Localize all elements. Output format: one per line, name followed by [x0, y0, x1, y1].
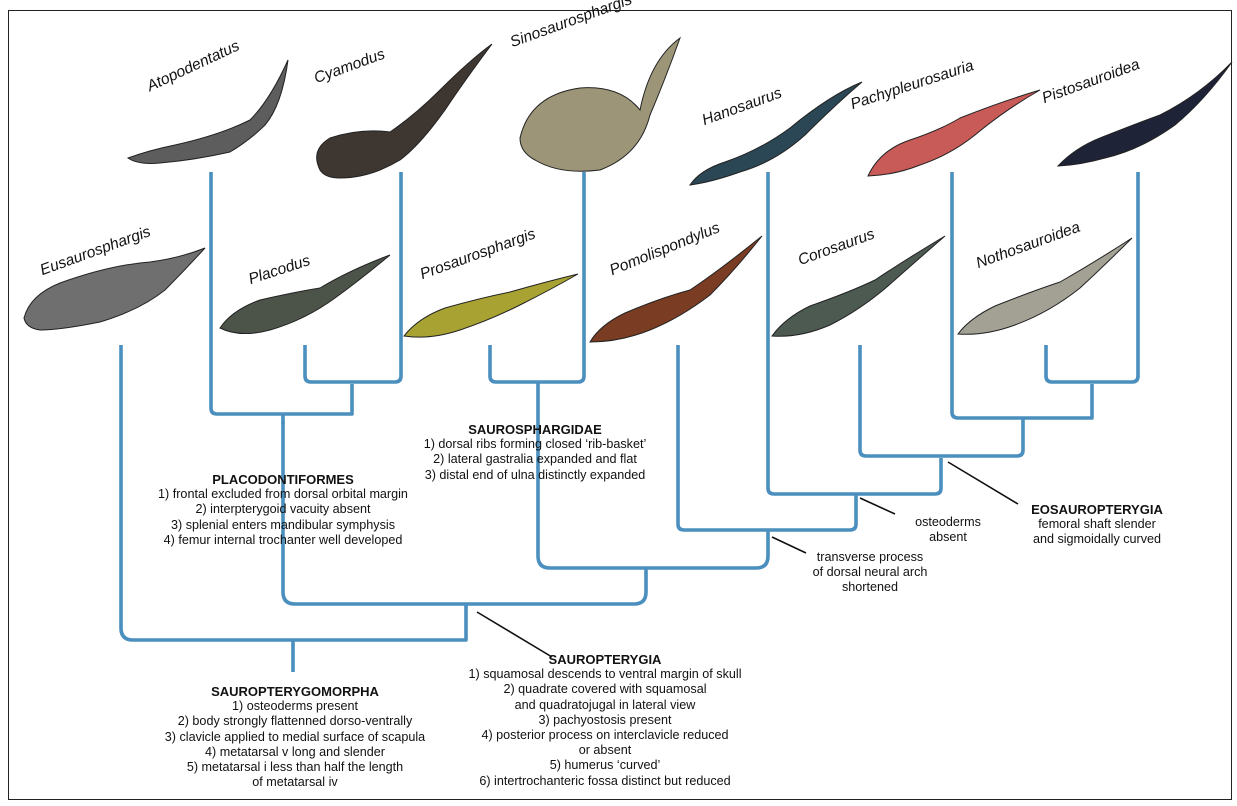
note-line: 4) femur internal trochanter well develo…: [128, 533, 438, 548]
note-line: 1) frontal excluded from dorsal orbital …: [128, 487, 438, 502]
note-line: 3) clavicle applied to medial surface of…: [140, 730, 450, 745]
note-line: 4) metatarsal v long and slender: [140, 745, 450, 760]
note-eosauropterygia: EOSAUROPTERYGIA femoral shaft slender an…: [1012, 502, 1182, 548]
note-line: and quadratojugal in lateral view: [445, 698, 765, 713]
note-line: 5) metatarsal i less than half the lengt…: [140, 760, 450, 775]
note-line: 2) quadrate covered with squamosal: [445, 682, 765, 697]
note-line: absent: [888, 530, 1008, 545]
note-line: 2) interpterygoid vacuity absent: [128, 502, 438, 517]
note-transverse-process: transverse process of dorsal neural arch…: [790, 550, 950, 596]
note-line: transverse process: [790, 550, 950, 565]
note-line: osteoderms: [888, 515, 1008, 530]
note-line: 2) body strongly flattenned dorso-ventra…: [140, 714, 450, 729]
note-line: 1) squamosal descends to ventral margin …: [445, 667, 765, 682]
leader-eosauropterygia: [948, 462, 1018, 504]
note-line: of dorsal neural arch: [790, 565, 950, 580]
branch-corosaurus: [860, 345, 1023, 456]
note-placodontiformes: PLACODONTIFORMES 1) frontal excluded fro…: [128, 472, 438, 548]
prosaurosphargis-illustration: [404, 274, 578, 337]
note-title: SAUROPTERYGOMORPHA: [140, 684, 450, 699]
leader-sauropterygia: [477, 612, 552, 657]
sinosaurosphargis-illustration: [520, 38, 680, 171]
note-title: PLACODONTIFORMES: [128, 472, 438, 487]
note-line: 4) posterior process on interclavicle re…: [445, 728, 765, 743]
note-title: SAUROPTERYGIA: [445, 652, 765, 667]
note-line: shortened: [790, 580, 950, 595]
note-line: of metatarsal iv: [140, 775, 450, 790]
note-line: 5) humerus ‘curved’: [445, 758, 765, 773]
note-title: EOSAUROPTERYGIA: [1012, 502, 1182, 517]
note-line: femoral shaft slender: [1012, 517, 1182, 532]
note-line: 1) osteoderms present: [140, 699, 450, 714]
note-sauropterygomorpha: SAUROPTERYGOMORPHA 1) osteoderms present…: [140, 684, 450, 790]
note-title: SAUROSPHARGIDAE: [385, 422, 685, 437]
note-line: 2) lateral gastralia expanded and flat: [385, 452, 685, 467]
leader-osteoderms: [860, 498, 895, 514]
note-sauropterygia: SAUROPTERYGIA 1) squamosal descends to v…: [445, 652, 765, 789]
note-line: and sigmoidally curved: [1012, 532, 1182, 547]
note-line: 3) pachyostosis present: [445, 713, 765, 728]
pachypleurosauria-illustration: [868, 90, 1040, 176]
reptile-illustrations: [24, 38, 1232, 342]
note-line: 3) splenial enters mandibular symphysis: [128, 518, 438, 533]
note-line: 1) dorsal ribs forming closed ‘rib-baske…: [385, 437, 685, 452]
note-line: or absent: [445, 743, 765, 758]
note-line: 6) intertrochanteric fossa distinct but …: [445, 774, 765, 789]
note-osteoderms-absent: osteoderms absent: [888, 515, 1008, 545]
